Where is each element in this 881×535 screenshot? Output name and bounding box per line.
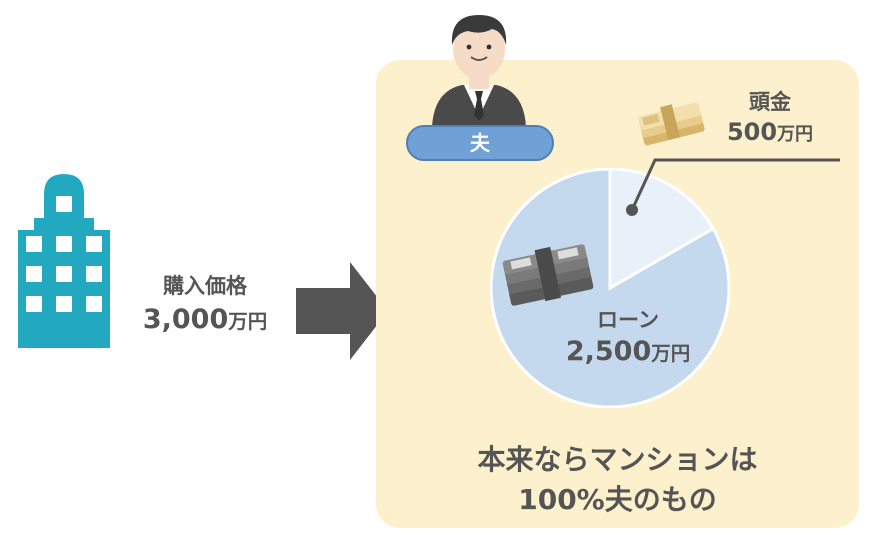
arrow-right-icon	[296, 262, 388, 360]
loan-value: 2,500万円	[548, 336, 708, 367]
purchase-price-unit: 万円	[228, 310, 268, 333]
down-payment-unit: 万円	[777, 124, 814, 145]
conclusion-line-2: 100%夫のもの	[518, 483, 717, 516]
pie-slice-loan	[490, 168, 730, 408]
businessman-icon	[432, 15, 526, 127]
loan-unit: 万円	[651, 342, 691, 365]
money-stack-icon	[502, 244, 594, 306]
loan-number: 2,500	[565, 336, 652, 367]
building-icon	[18, 174, 110, 348]
leader-dot	[626, 204, 638, 216]
purchase-price-value: 3,000万円	[120, 304, 290, 335]
conclusion-line-1: 本来ならマンションは	[477, 443, 758, 476]
down-payment-label: 頭金	[749, 90, 791, 114]
loan-label: ローン	[597, 308, 659, 332]
down-payment-number: 500	[726, 118, 778, 146]
owner-badge: 夫	[406, 125, 554, 161]
money-stack-icon	[638, 102, 705, 146]
purchase-price-label: 購入価格	[163, 274, 247, 298]
purchase-price-number: 3,000	[142, 304, 229, 335]
down-payment-value: 500万円	[700, 118, 840, 146]
